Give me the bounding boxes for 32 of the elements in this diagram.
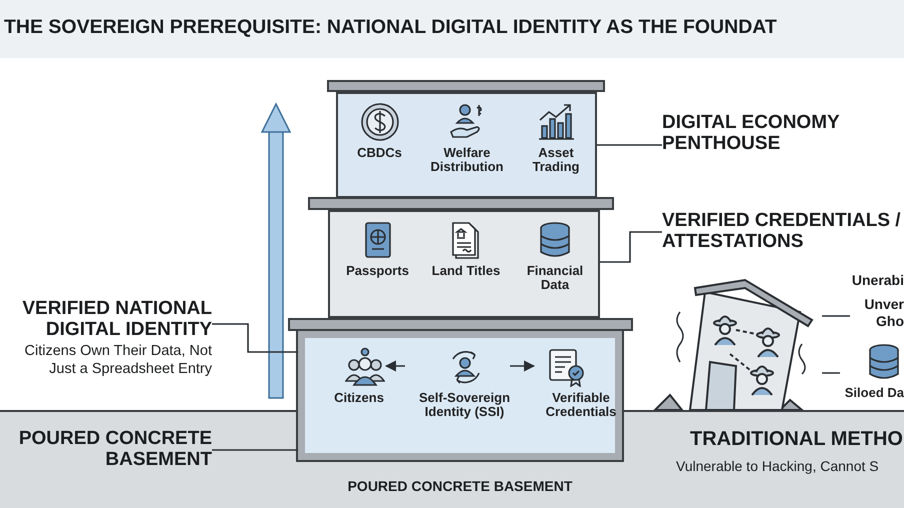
item-label: Asset Trading	[532, 146, 580, 174]
item-label: Financial Data	[526, 264, 584, 292]
item-label: Self-Sovereign Identity (SSI)	[418, 391, 512, 419]
leader-line	[597, 144, 662, 146]
item-label: Welfare Distribution	[430, 146, 504, 174]
floor-panel	[336, 92, 597, 198]
subtitle: Vulnerable to Hacking, Cannot S	[676, 458, 880, 474]
leader-line	[212, 323, 298, 353]
section-heading: TRADITIONAL METHO	[690, 428, 904, 451]
callout-text: Unerabi	[850, 272, 904, 288]
leader-line	[822, 372, 840, 374]
subtitle: Citizens Own Their Data, Not Just a Spreadsheet Entry	[24, 342, 212, 378]
item-label: Verifiable Credentials	[544, 391, 618, 419]
leader-line	[600, 231, 662, 263]
item-label: Land Titles	[430, 264, 502, 278]
section-heading: VERIFIED NATIONAL DIGITAL IDENTITY	[21, 298, 212, 340]
section-heading: VERIFIED CREDENTIALS / ATTESTATIONS	[662, 210, 904, 255]
callout-text: Unver Gho	[850, 296, 904, 336]
title: THE SOVEREIGN PREREQUISITE: NATIONAL DIGITAL IDENTITY AS THE FOUNDAT	[4, 16, 778, 39]
arrow	[384, 360, 405, 372]
arrow	[510, 360, 536, 372]
leader-line	[822, 315, 850, 317]
section-heading: DIGITAL ECONOMY PENTHOUSE	[662, 112, 862, 162]
basement-panel	[298, 331, 622, 460]
item-label: CBDCs	[356, 146, 403, 160]
section-heading: POURED CONCRETE BASEMENT	[0, 428, 212, 474]
leader-line	[212, 449, 298, 451]
callout-text: Siloed Da	[844, 386, 904, 400]
item-label: Passports	[345, 264, 410, 278]
floor-panel	[328, 210, 600, 318]
caption-text: POURED CONCRETE BASEMENT	[346, 478, 574, 494]
item-label: Citizens	[333, 391, 385, 405]
